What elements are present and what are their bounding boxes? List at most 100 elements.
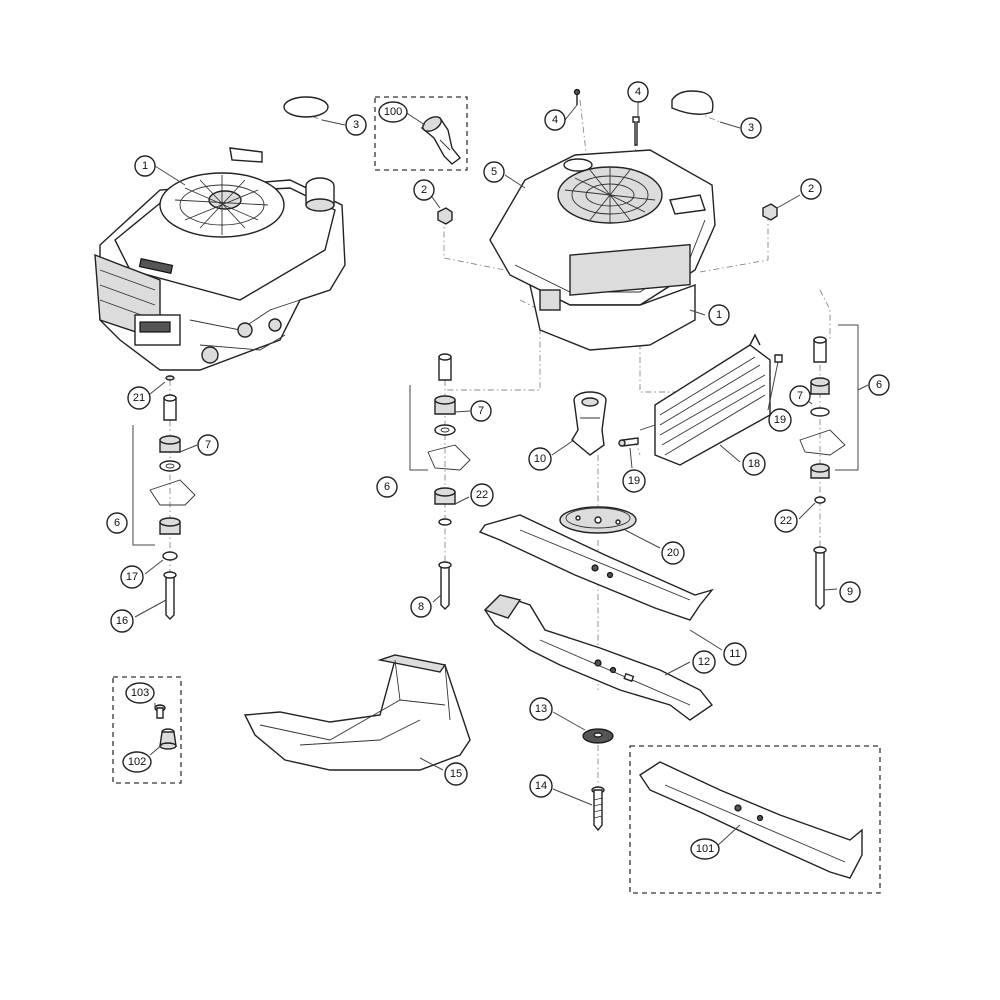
callout-part-10: 10 bbox=[528, 447, 552, 471]
spark-plug-boot bbox=[420, 116, 461, 165]
engine-cover-assembly bbox=[489, 149, 716, 351]
svg-text:7: 7 bbox=[797, 390, 803, 402]
callout-part-3: 3 bbox=[740, 117, 762, 139]
blade-washer-plate bbox=[559, 506, 637, 534]
bracket-6-center bbox=[409, 385, 428, 471]
callout-part-3: 3 bbox=[345, 114, 367, 136]
svg-text:19: 19 bbox=[774, 414, 786, 426]
callout-part-6: 6 bbox=[868, 374, 890, 396]
mower-blade-middle bbox=[483, 594, 714, 721]
callout-part-2: 2 bbox=[413, 179, 435, 201]
svg-text:2: 2 bbox=[808, 183, 814, 195]
screw-top-small bbox=[573, 88, 581, 105]
callout-part-11: 11 bbox=[723, 642, 747, 666]
svg-text:15: 15 bbox=[450, 768, 462, 780]
screw-top-long bbox=[632, 116, 640, 146]
svg-text:6: 6 bbox=[384, 481, 390, 493]
part-100-group-box bbox=[374, 96, 468, 171]
svg-text:21: 21 bbox=[133, 392, 145, 404]
callout-part-19: 19 bbox=[622, 469, 646, 493]
bracket-6-right bbox=[835, 324, 859, 471]
svg-text:3: 3 bbox=[748, 122, 754, 134]
plug-102 bbox=[159, 728, 177, 750]
callout-part-9: 9 bbox=[839, 581, 861, 603]
callout-part-103: 103 bbox=[125, 682, 155, 704]
callout-part-19: 19 bbox=[768, 408, 792, 432]
callout-part-1: 1 bbox=[134, 155, 156, 177]
nut-right bbox=[762, 203, 778, 221]
svg-text:8: 8 bbox=[418, 601, 424, 613]
svg-text:4: 4 bbox=[552, 114, 558, 126]
sticker-right bbox=[671, 90, 714, 115]
svg-text:7: 7 bbox=[478, 405, 484, 417]
svg-text:2: 2 bbox=[421, 184, 427, 196]
bracket-6-left bbox=[132, 425, 155, 546]
leader-lines bbox=[134, 100, 869, 848]
part-101-group-box bbox=[629, 745, 881, 894]
engine-assembly bbox=[94, 147, 346, 371]
svg-text:11: 11 bbox=[729, 648, 740, 660]
callout-part-20: 20 bbox=[661, 541, 685, 565]
callout-part-1: 1 bbox=[708, 304, 730, 326]
bolt-19 bbox=[618, 437, 639, 447]
callout-part-22: 22 bbox=[774, 509, 798, 533]
mower-blade-optional bbox=[639, 761, 863, 879]
svg-text:19: 19 bbox=[628, 475, 640, 487]
svg-text:22: 22 bbox=[780, 515, 792, 527]
part-102-103-group-box bbox=[112, 676, 182, 784]
callout-part-22: 22 bbox=[470, 483, 494, 507]
svg-text:9: 9 bbox=[847, 586, 853, 598]
blade-bolt bbox=[591, 786, 605, 832]
svg-text:20: 20 bbox=[667, 547, 679, 559]
blade-bolt-washer bbox=[582, 728, 614, 744]
svg-text:12: 12 bbox=[698, 656, 710, 668]
svg-text:1: 1 bbox=[142, 160, 148, 172]
callout-part-15: 15 bbox=[444, 762, 468, 786]
callout-part-18: 18 bbox=[742, 452, 766, 476]
blade-adapter bbox=[571, 391, 607, 456]
callout-part-100: 100 bbox=[378, 101, 408, 123]
svg-text:6: 6 bbox=[114, 517, 120, 529]
callout-part-8: 8 bbox=[410, 596, 432, 618]
svg-text:6: 6 bbox=[876, 379, 882, 391]
svg-text:17: 17 bbox=[126, 571, 138, 583]
callout-part-13: 13 bbox=[529, 697, 553, 721]
callout-part-102: 102 bbox=[122, 751, 152, 773]
svg-text:1: 1 bbox=[716, 309, 722, 321]
callout-part-7: 7 bbox=[789, 385, 811, 407]
svg-text:103: 103 bbox=[131, 687, 149, 699]
svg-text:5: 5 bbox=[491, 166, 497, 178]
svg-text:7: 7 bbox=[205, 439, 211, 451]
callout-part-7: 7 bbox=[470, 400, 492, 422]
svg-text:4: 4 bbox=[635, 86, 641, 98]
callout-part-5: 5 bbox=[483, 161, 505, 183]
callout-part-4: 4 bbox=[627, 81, 649, 103]
svg-text:102: 102 bbox=[128, 756, 146, 768]
mount-stack-right bbox=[799, 336, 846, 610]
callout-part-6: 6 bbox=[106, 512, 128, 534]
callout-part-7: 7 bbox=[197, 434, 219, 456]
svg-text:10: 10 bbox=[534, 453, 546, 465]
muffler bbox=[639, 333, 783, 466]
callout-part-12: 12 bbox=[692, 650, 716, 674]
svg-text:100: 100 bbox=[384, 106, 402, 118]
svg-text:101: 101 bbox=[696, 843, 714, 855]
callout-part-16: 16 bbox=[110, 609, 134, 633]
nut-left bbox=[437, 207, 453, 225]
svg-text:13: 13 bbox=[535, 703, 547, 715]
sticker-left bbox=[283, 96, 329, 118]
svg-text:16: 16 bbox=[116, 615, 128, 627]
mount-stack-center bbox=[427, 353, 471, 610]
svg-text:22: 22 bbox=[476, 489, 488, 501]
svg-text:3: 3 bbox=[353, 119, 359, 131]
callout-part-4: 4 bbox=[544, 109, 566, 131]
callout-part-17: 17 bbox=[120, 565, 144, 589]
callout-part-2: 2 bbox=[800, 178, 822, 200]
svg-text:18: 18 bbox=[748, 458, 760, 470]
grass-deflector bbox=[243, 654, 471, 771]
mower-blade-top bbox=[478, 514, 714, 621]
svg-text:14: 14 bbox=[535, 780, 547, 792]
mount-stack-left bbox=[149, 375, 196, 620]
callout-part-14: 14 bbox=[529, 774, 553, 798]
small-screw-103 bbox=[154, 704, 166, 719]
